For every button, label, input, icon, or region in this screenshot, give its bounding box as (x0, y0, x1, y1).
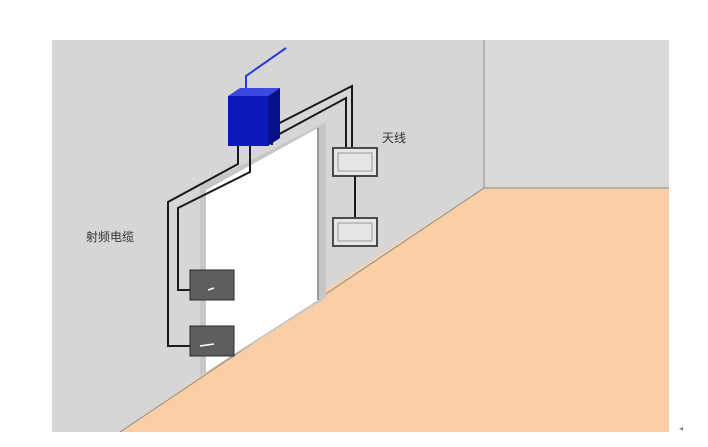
door-opening (206, 128, 318, 372)
reader-antenna-wire (245, 47, 287, 90)
right-antenna-upper (332, 147, 378, 177)
right-antenna-lower (332, 217, 378, 247)
left-antenna-upper (189, 269, 235, 301)
corner-arrow-icon: ◂ (679, 424, 684, 433)
reader-box (228, 88, 280, 146)
left-rf-cable (167, 145, 251, 347)
rf-cable-label: 射频电缆 (86, 229, 134, 244)
left-antenna-lower (189, 325, 235, 357)
antenna-label: 天线 (382, 131, 406, 145)
floor (120, 188, 669, 432)
right-wall (484, 40, 669, 188)
